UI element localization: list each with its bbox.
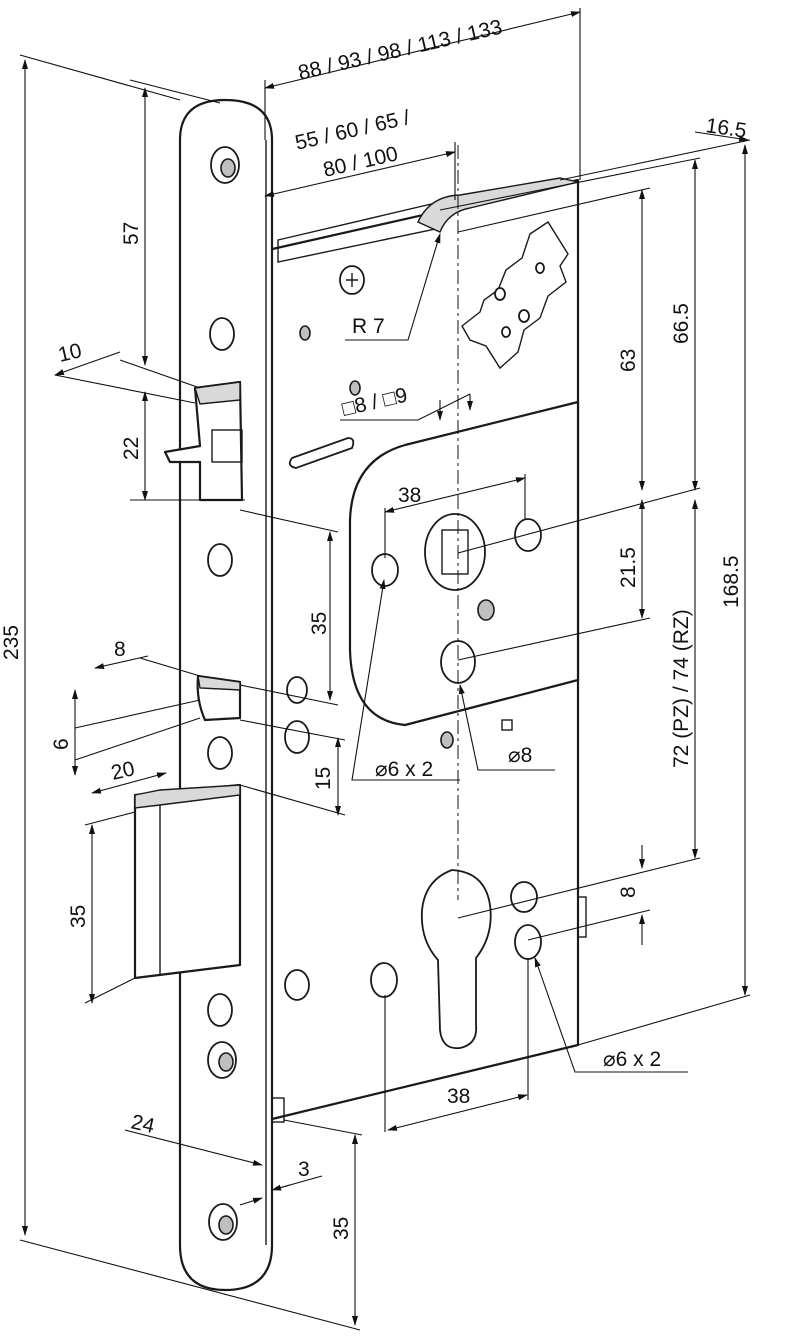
label-faceplate-gap: 3	[298, 1158, 310, 1181]
small-hole-mid	[349, 380, 361, 396]
faceplate-screw-3	[207, 736, 233, 770]
label-aux-to-bolt: 15	[312, 767, 335, 790]
label-bottom-distance: 35	[330, 1217, 353, 1240]
small-hole-top	[299, 325, 311, 341]
label-backsets-line2: 80 / 100	[321, 142, 400, 181]
latch-bolt	[163, 380, 244, 502]
label-total-fixing: 168.5	[720, 555, 743, 608]
label-small-square: ⌀8	[508, 744, 532, 767]
faceplate-screw-1	[209, 317, 235, 351]
label-handle-spacing-bottom: 38	[447, 1085, 470, 1108]
label-backset-widths: 88 / 93 / 98 / 113 / 133	[296, 16, 504, 85]
label-follower-to-cylinder: 72 (PZ) / 74 (RZ)	[670, 609, 693, 768]
label-top-to-spindle: 63	[617, 349, 640, 372]
dimension-lines	[19, 8, 751, 1331]
label-top-to-follower: 66.5	[670, 303, 693, 344]
label-radius: R 7	[352, 315, 385, 338]
cylinder-hole-left	[370, 962, 398, 998]
cylinder-hole-right	[514, 924, 542, 960]
label-handle-spacing-top: 38	[398, 484, 421, 507]
handle-hole-left	[371, 553, 399, 587]
handle-hole-right	[514, 518, 542, 552]
label-cylinder-offset: 8	[617, 886, 640, 898]
label-overall-height: 235	[0, 625, 23, 660]
label-spindle-to-lower: 21.5	[617, 547, 640, 588]
label-latch-projection: 10	[56, 339, 84, 367]
label-aux-height: 6	[50, 738, 73, 750]
auxiliary-latch	[196, 674, 242, 722]
faceplate-screw-4	[207, 993, 233, 1027]
label-fixing-holes-bottom: ⌀6 x 2	[603, 1048, 661, 1071]
label-fixing-holes-top: ⌀6 x 2	[375, 758, 433, 781]
label-faceplate-thickness: 16.5	[704, 114, 748, 142]
small-hole-cover	[477, 599, 495, 621]
spindle-square	[441, 529, 469, 575]
small-hole-low	[440, 731, 454, 749]
label-latch-top-offset: 57	[120, 222, 143, 245]
label-aux-projection: 8	[114, 638, 126, 661]
label-faceplate-width: 24	[129, 1110, 157, 1138]
spindle-hub	[424, 513, 486, 591]
dead-bolt	[133, 783, 242, 980]
cylinder-fixing-right	[510, 881, 538, 913]
label-latch-to-aux: 35	[308, 612, 331, 635]
label-latch-height: 22	[120, 437, 143, 460]
label-bolt-projection: 20	[109, 757, 137, 785]
slot	[288, 437, 355, 469]
lock-body	[266, 177, 587, 1123]
label-bolt-height: 35	[67, 905, 90, 928]
small-square-mark	[501, 719, 513, 731]
faceplate-screw-2	[207, 543, 233, 577]
